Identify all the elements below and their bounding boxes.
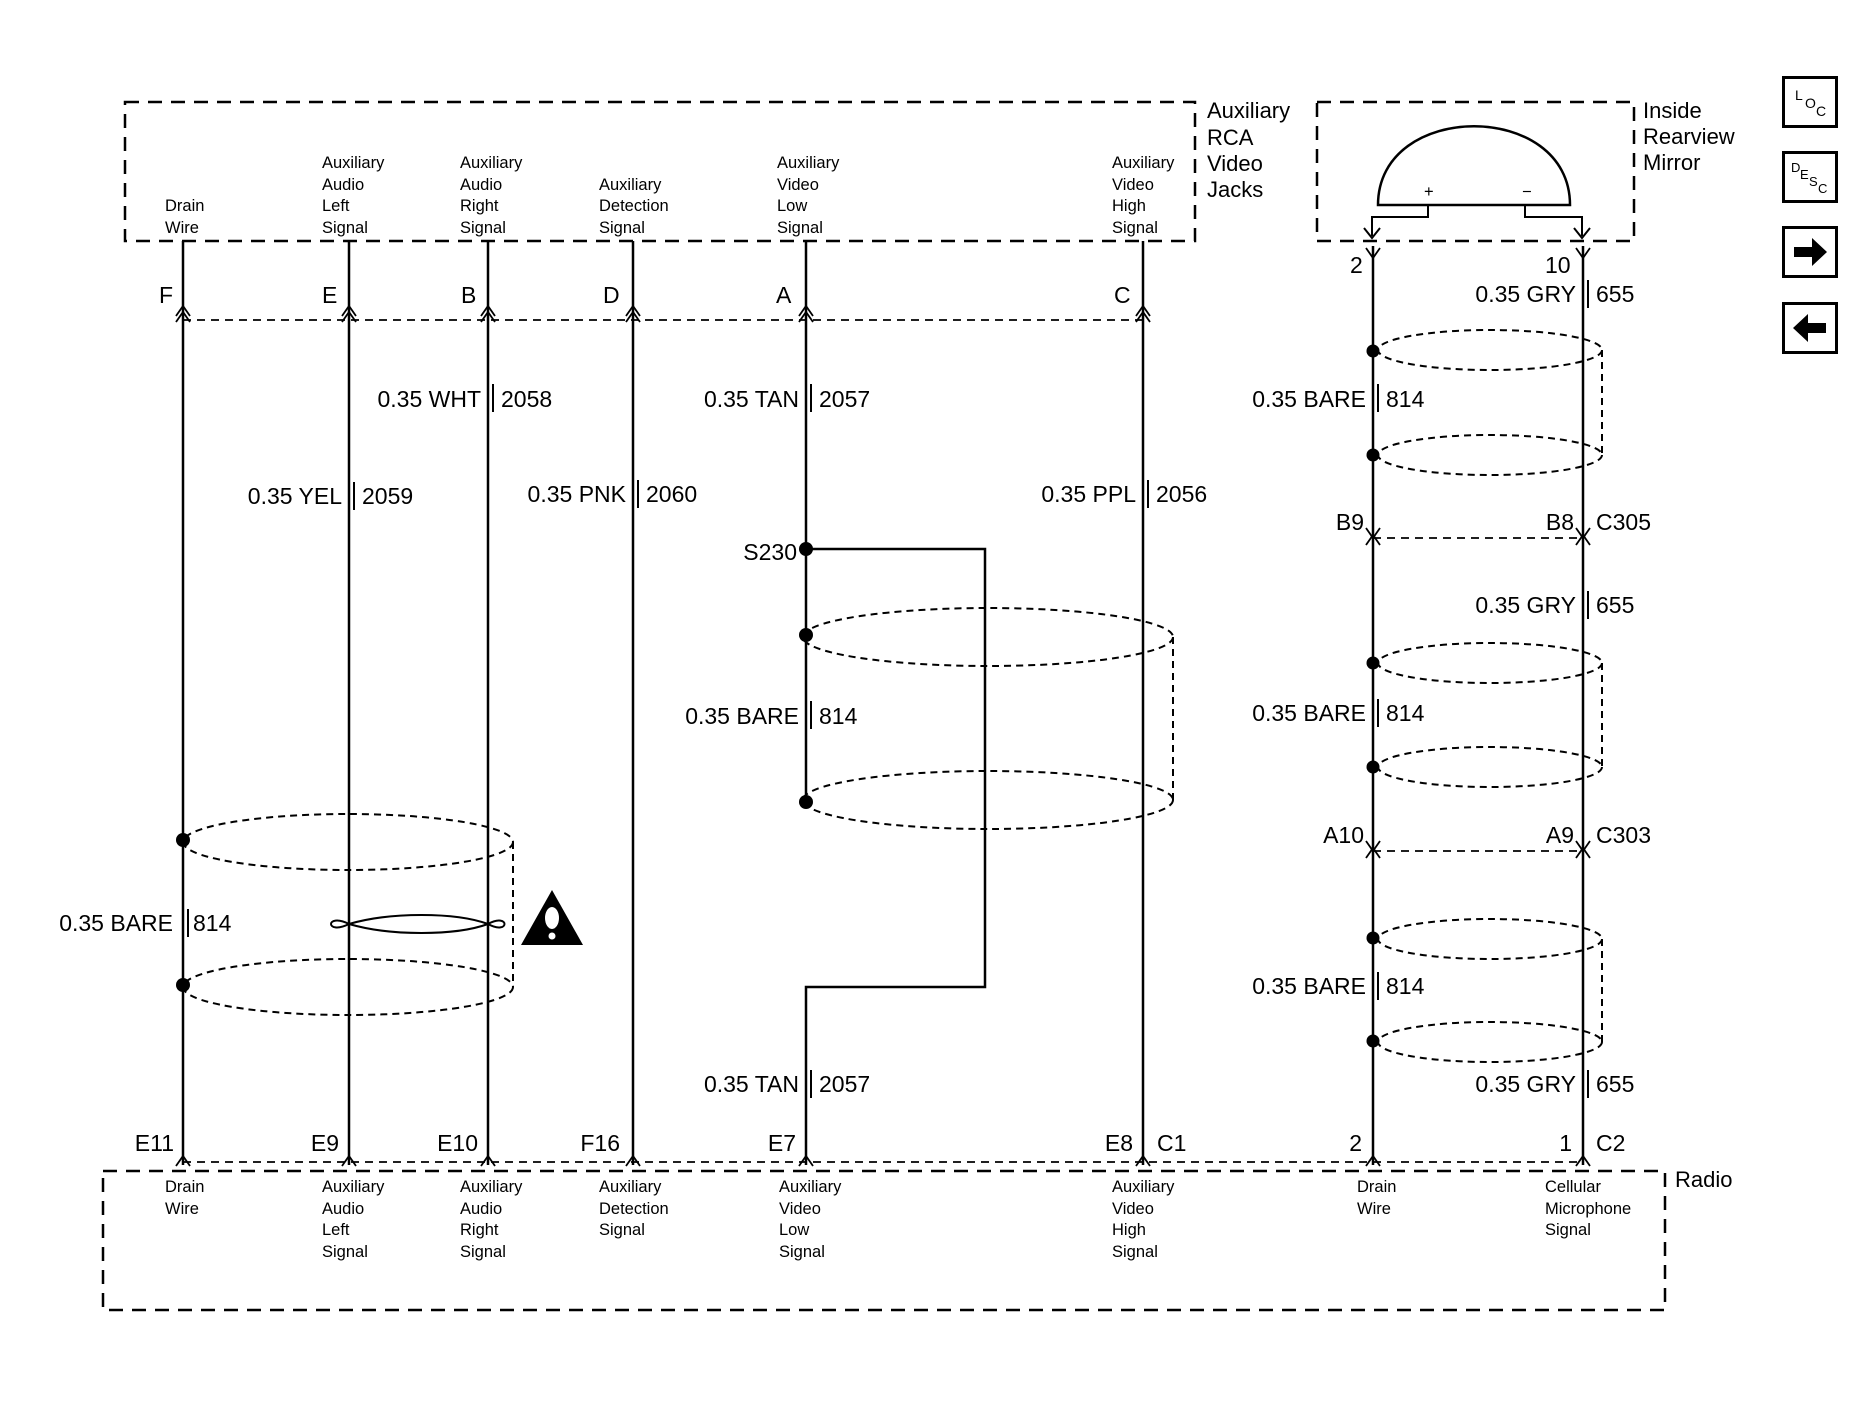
aux-detection-label: Auxiliary Detection Signal <box>599 176 673 237</box>
c303-label: C303 <box>1596 822 1651 848</box>
bare-right-3-circuit: 814 <box>1386 973 1425 999</box>
svg-text:S: S <box>1809 174 1818 189</box>
mirror-dome <box>1376 125 1572 207</box>
gry-3-circuit: 655 <box>1596 1071 1634 1097</box>
svg-text:L: L <box>1795 87 1803 103</box>
tan-bottom-circuit: 2057 <box>819 1071 870 1097</box>
tan-top-circuit: 2057 <box>819 386 870 412</box>
radio-audio-right-label: Auxiliary Audio Right Signal <box>460 1178 527 1261</box>
twisted-pair-symbol <box>330 914 506 934</box>
radio-pin-2: 2 <box>1349 1130 1362 1156</box>
tan-bottom-gauge: 0.35 TAN <box>704 1071 799 1097</box>
pin-c: C <box>1114 282 1131 308</box>
mirror-minus: − <box>1522 183 1532 201</box>
bare-right-2-gauge: 0.35 BARE <box>1252 700 1366 726</box>
aux-video-low-label: Auxiliary Video Low Signal <box>777 154 844 237</box>
arrow-left-icon <box>1793 314 1826 342</box>
wht-gauge: 0.35 WHT <box>377 386 481 412</box>
radio-connector-c2: C2 <box>1596 1130 1625 1156</box>
pin-a: A <box>776 282 792 308</box>
mirror-pin-10: 10 <box>1545 252 1571 278</box>
back-arrow-button[interactable] <box>1782 302 1838 354</box>
wht-circuit: 2058 <box>501 386 552 412</box>
radio-pin-e9: E9 <box>311 1130 339 1156</box>
c303-pin-a9: A9 <box>1546 822 1574 848</box>
mirror-title: Inside Rearview Mirror <box>1643 98 1741 175</box>
gry-2-gauge: 0.35 GRY <box>1475 592 1576 618</box>
svg-text:C: C <box>1818 181 1827 196</box>
c305-pin-b9: B9 <box>1336 509 1364 535</box>
radio-drain2-label: Drain Wire <box>1357 1178 1401 1218</box>
radio-pin-e11: E11 <box>135 1130 174 1156</box>
pnk-circuit: 2060 <box>646 481 697 507</box>
mirror-box <box>1315 100 1636 243</box>
aux-rca-title: Auxiliary RCA Video Jacks <box>1207 98 1296 202</box>
next-arrow-button[interactable] <box>1782 226 1838 278</box>
bare-left-gauge: 0.35 BARE <box>59 910 173 936</box>
tan-top-gauge: 0.35 TAN <box>704 386 799 412</box>
aux-rca-jacks-box <box>123 100 1197 243</box>
pin-f: F <box>159 282 173 308</box>
ppl-gauge: 0.35 PPL <box>1041 481 1136 507</box>
svg-text:E: E <box>1800 167 1809 182</box>
bare-right-1-circuit: 814 <box>1386 386 1425 412</box>
gry-3-gauge: 0.35 GRY <box>1475 1071 1576 1097</box>
pnk-gauge: 0.35 PNK <box>528 481 627 507</box>
svg-text:D: D <box>1791 160 1800 175</box>
svg-text:O: O <box>1805 95 1816 111</box>
radio-video-high-label: Auxiliary Video High Signal <box>1112 1178 1179 1261</box>
bare-right-3-gauge: 0.35 BARE <box>1252 973 1366 999</box>
bare-center-gauge: 0.35 BARE <box>685 703 799 729</box>
radio-connector-c1: C1 <box>1157 1130 1186 1156</box>
radio-audio-left-label: Auxiliary Audio Left Signal <box>322 1178 389 1261</box>
shield-connection-dots <box>176 344 1380 1048</box>
aux-audio-left-label: Auxiliary Audio Left Signal <box>322 154 389 237</box>
c305-pin-b8: B8 <box>1546 509 1574 535</box>
ppl-circuit: 2056 <box>1156 481 1207 507</box>
pin-d: D <box>603 282 620 308</box>
splice-s230: S230 <box>743 539 797 565</box>
radio-pin-f16: F16 <box>580 1130 620 1156</box>
pin-b: B <box>461 282 476 308</box>
arrow-right-icon <box>1794 238 1827 266</box>
bare-left-circuit: 814 <box>193 910 232 936</box>
gry-1-gauge: 0.35 GRY <box>1475 281 1576 307</box>
loc-button[interactable]: L O C <box>1782 76 1838 128</box>
radio-title: Radio <box>1675 1167 1732 1192</box>
warning-icon <box>521 890 583 945</box>
radio-video-low-label: Auxiliary Video Low Signal <box>779 1178 846 1261</box>
c305-label: C305 <box>1596 509 1651 535</box>
aux-audio-right-label: Auxiliary Audio Right Signal <box>460 154 527 237</box>
yel-circuit: 2059 <box>362 483 413 509</box>
video-low-wire-bottom <box>804 547 987 1165</box>
radio-pin-e8: E8 <box>1105 1130 1133 1156</box>
radio-cell-label: Cellular Microphone Signal <box>1545 1178 1636 1239</box>
bare-center-circuit: 814 <box>819 703 858 729</box>
c303-pin-a10: A10 <box>1323 822 1364 848</box>
mirror-pin-2: 2 <box>1350 252 1363 278</box>
pin-e: E <box>322 282 337 308</box>
aux-video-high-label: Auxiliary Video High Signal <box>1112 154 1179 237</box>
radio-drain-label: Drain Wire <box>165 1178 209 1218</box>
mirror-plus: + <box>1424 183 1434 201</box>
bare-right-2-circuit: 814 <box>1386 700 1425 726</box>
radio-detection-label: Auxiliary Detection Signal <box>599 1178 673 1239</box>
yel-gauge: 0.35 YEL <box>248 483 342 509</box>
radio-pin-e10: E10 <box>437 1130 478 1156</box>
bare-right-1-gauge: 0.35 BARE <box>1252 386 1366 412</box>
gry-2-circuit: 655 <box>1596 592 1634 618</box>
radio-pin-e7: E7 <box>768 1130 796 1156</box>
svg-text:C: C <box>1816 103 1826 119</box>
gry-1-circuit: 655 <box>1596 281 1634 307</box>
radio-pin-1: 1 <box>1559 1130 1572 1156</box>
aux-drain-label: Drain Wire <box>165 197 209 237</box>
desc-button[interactable]: D E S C <box>1782 151 1838 203</box>
